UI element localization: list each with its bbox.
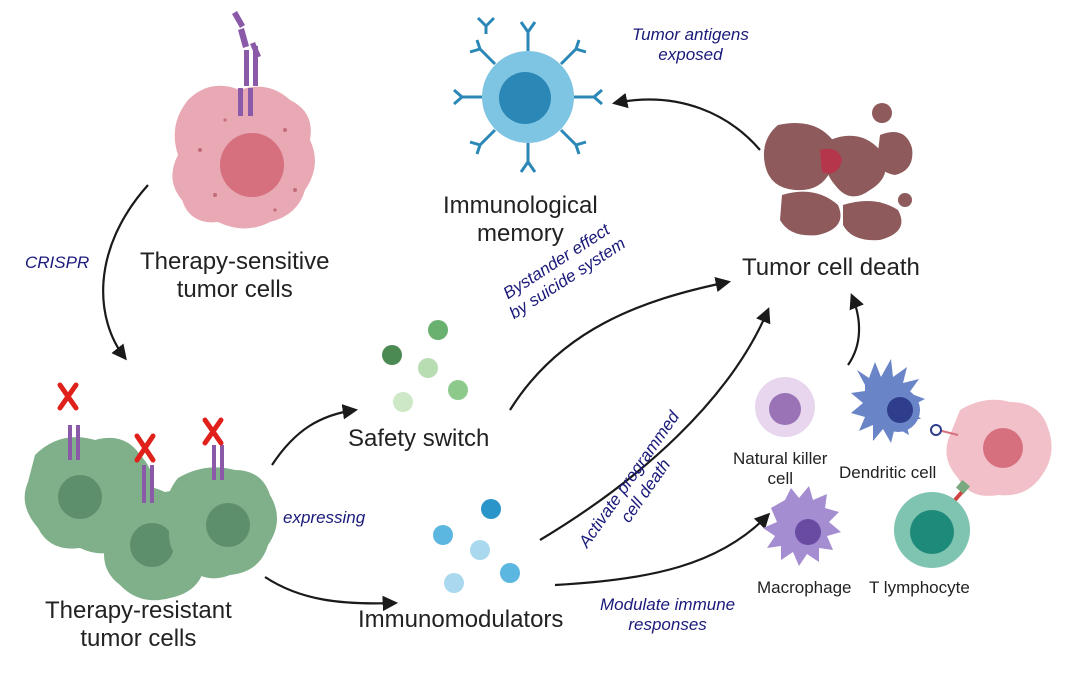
arrow-modulate [554,512,771,587]
safety-switch-spheres [382,320,468,412]
arrow-to-safety-switch [271,404,359,466]
arrow-programmed [539,307,771,541]
expressing-annotation: expressing [283,508,366,527]
safety-switch-label: Safety switch [348,425,490,452]
macrophage-label: Macrophage [757,578,852,597]
t-lymphocyte-label: T lymphocyte [869,578,970,597]
t-lymphocyte [894,479,971,568]
arrow-death-to-memory [611,93,761,151]
crispr-annotation: CRISPR [25,253,90,272]
sensitive-tumor-cell [172,11,315,229]
resistant-tumor-cells [24,382,278,601]
tumor-cell-death-label: Tumor cell death [742,254,920,281]
macrophage [763,486,841,566]
immunomodulator-spheres [433,499,520,593]
immunomodulators-label: Immunomodulators [358,606,564,633]
dendritic-cell-label: Dendritic cell [839,463,937,482]
dead-tumor-cell [763,103,913,241]
arrow-bystander [509,276,732,411]
nk-cell [755,377,815,437]
knockout-x-icons [57,382,224,463]
dendritic-cell [851,359,925,443]
arrow-crispr [102,184,149,361]
arrow-immune-to-death [847,293,864,366]
arrow-to-immunomodulators [264,576,399,612]
arrows [102,93,864,612]
target-tumor-cell [930,399,1052,496]
memory-b-cell [453,16,603,173]
